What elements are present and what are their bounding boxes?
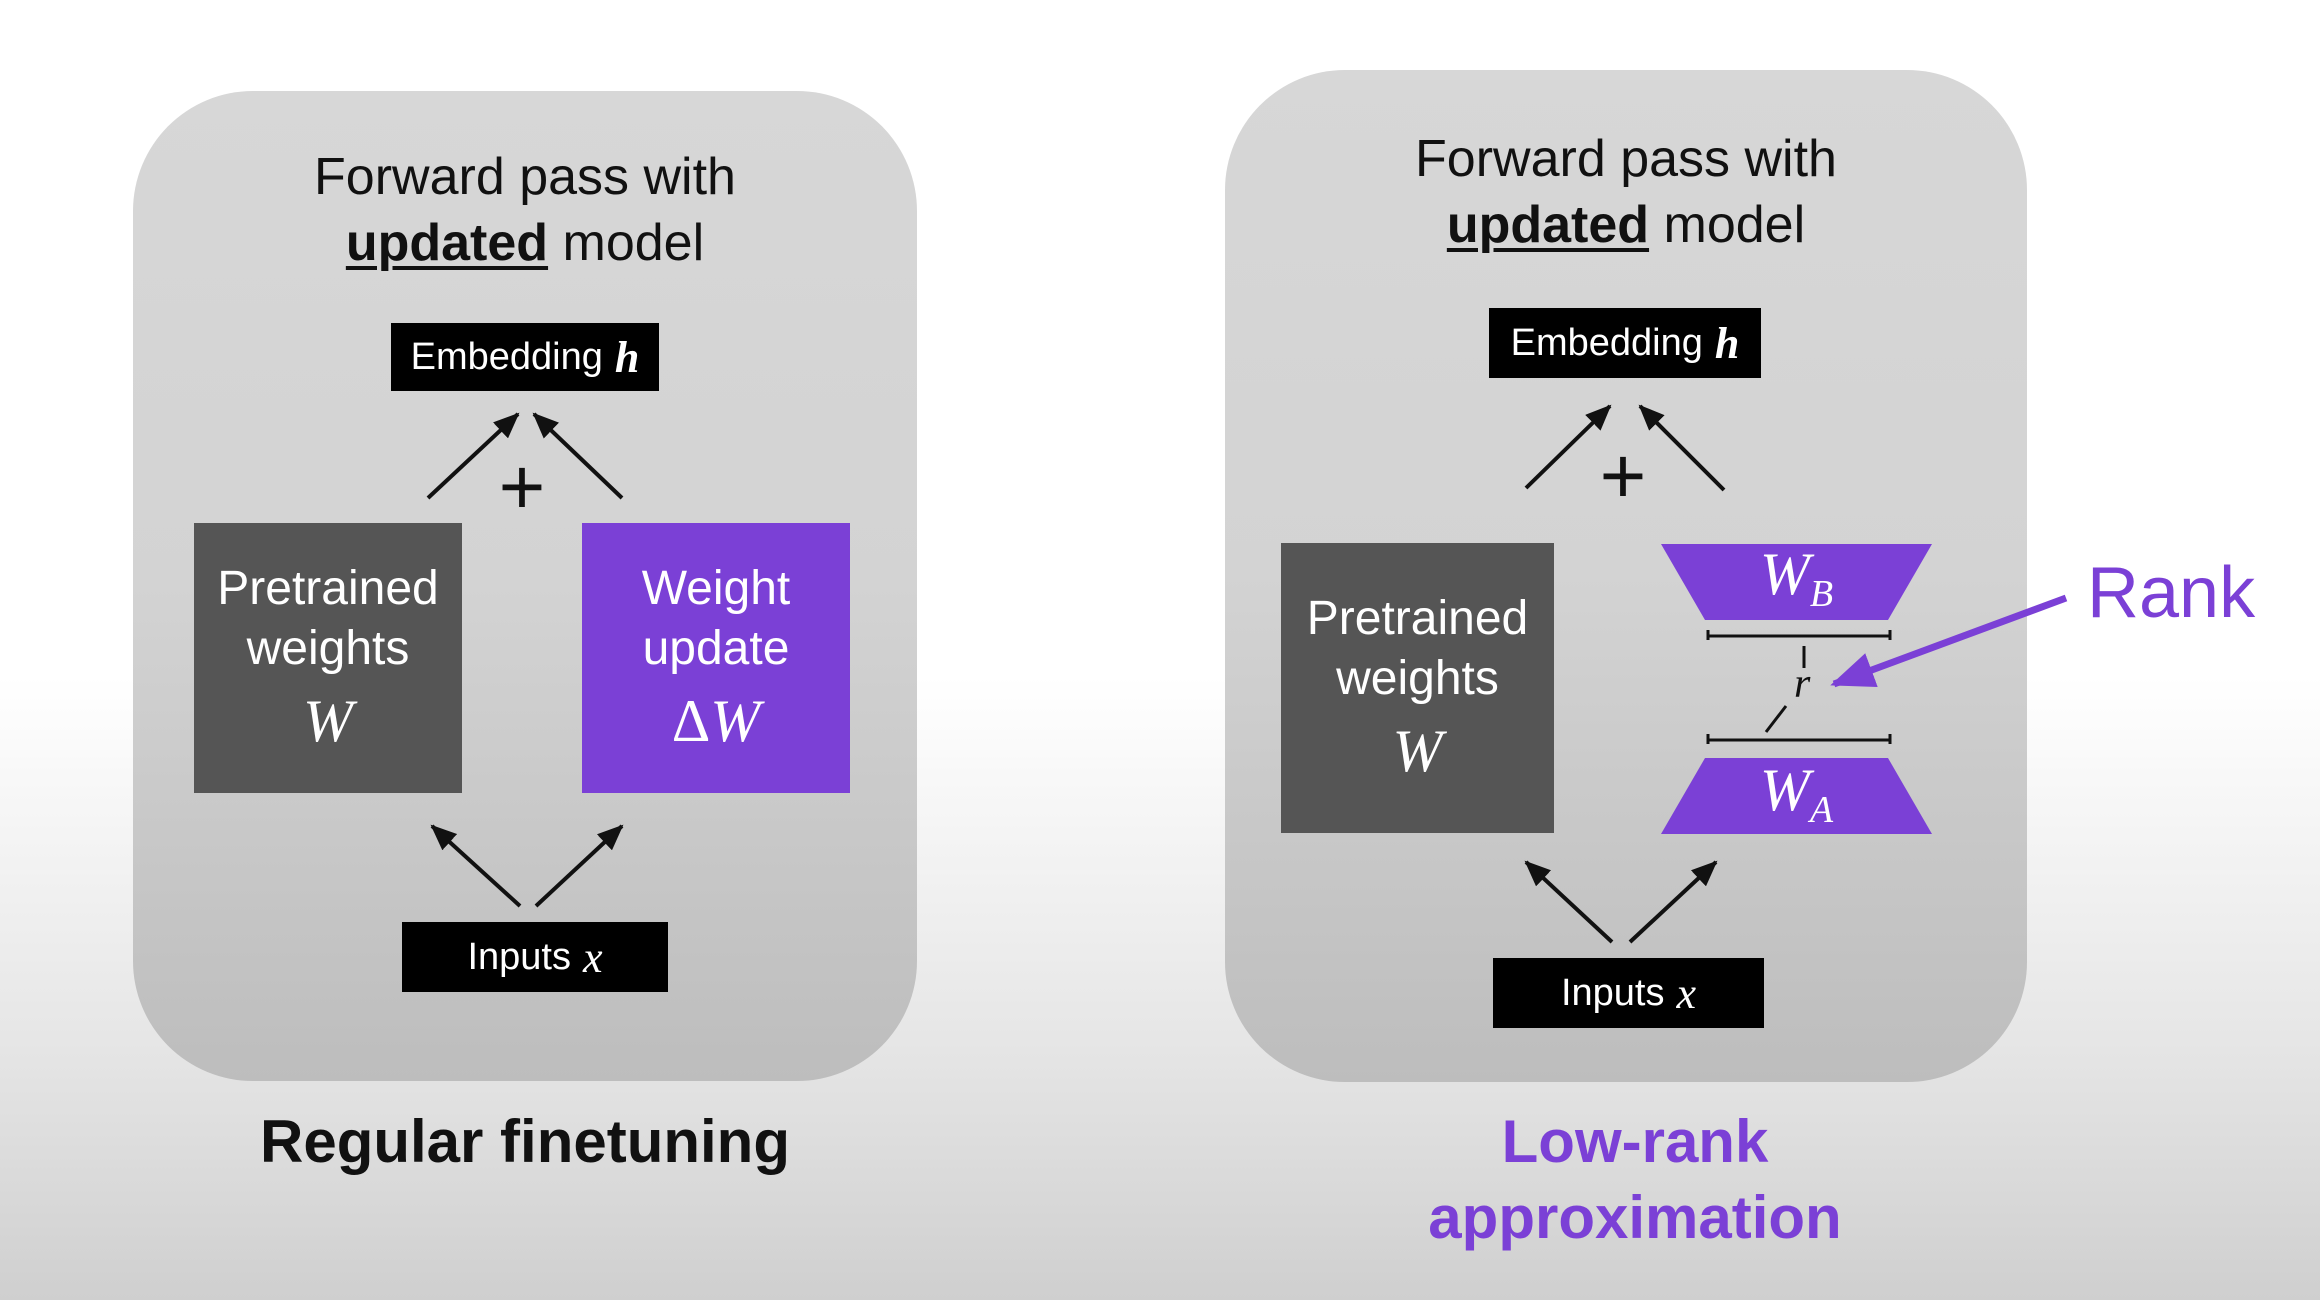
right-header: Forward pass with updated model bbox=[1225, 126, 2027, 258]
right-arrow-input-to-wa bbox=[1628, 860, 1718, 944]
wb-symbol: W bbox=[1759, 541, 1810, 607]
rank-label: Rank bbox=[2087, 553, 2256, 633]
left-header: Forward pass with updated model bbox=[133, 144, 917, 276]
left-embedding-symbol: h bbox=[614, 332, 640, 382]
left-arrow-up-from-update bbox=[532, 412, 624, 500]
right-header-line1: Forward pass with bbox=[1415, 130, 1837, 188]
left-pretrained-line2: weights bbox=[246, 622, 410, 675]
left-header-line2: updated model bbox=[133, 210, 917, 276]
weight-update-line1: Weight bbox=[641, 562, 791, 615]
left-plus-sign: + bbox=[499, 442, 546, 531]
right-pretrained-line1: Pretrained bbox=[1306, 592, 1529, 645]
right-header-line2: updated model bbox=[1225, 192, 2027, 258]
left-arrow-input-to-update bbox=[534, 824, 624, 908]
wa-subscript: A bbox=[1809, 789, 1834, 831]
rank-arrow bbox=[1830, 594, 2068, 688]
low-rank-caption-line2: approximation bbox=[1428, 1184, 1842, 1251]
weight-update-w: W bbox=[710, 688, 761, 754]
wb-subscript: B bbox=[1809, 573, 1834, 615]
left-pretrained-weights-box: Pretrained weights W bbox=[194, 523, 462, 793]
right-header-rest: model bbox=[1649, 196, 1806, 254]
wb-label: WB bbox=[1705, 540, 1888, 616]
rank-r-symbol: r bbox=[1794, 661, 1811, 707]
left-arrow-up-from-pretrained bbox=[426, 412, 520, 500]
right-arrow-input-to-pretrained bbox=[1524, 860, 1614, 944]
right-header-bold: updated bbox=[1446, 196, 1650, 254]
wa-symbol: W bbox=[1759, 757, 1810, 823]
left-header-rest: model bbox=[548, 214, 705, 272]
right-arrow-up-from-lowrank bbox=[1638, 404, 1726, 492]
left-header-bold: updated bbox=[345, 214, 549, 272]
low-rank-caption-line1: Low-rank bbox=[1501, 1108, 1769, 1175]
wa-trapezoid bbox=[1661, 758, 1932, 834]
weight-update-line2: update bbox=[642, 622, 790, 675]
wa-label: WA bbox=[1705, 756, 1888, 832]
rank-connector-bottom bbox=[1764, 705, 1788, 733]
left-pretrained-line1: Pretrained bbox=[217, 562, 439, 615]
left-header-line1: Forward pass with bbox=[314, 148, 736, 206]
right-embedding-symbol: h bbox=[1714, 318, 1740, 368]
right-embedding-box: Embedding h bbox=[1489, 308, 1761, 378]
right-pretrained-line2: weights bbox=[1336, 652, 1499, 705]
left-arrow-input-to-pretrained bbox=[430, 824, 522, 908]
right-embedding-label: Embedding bbox=[1510, 321, 1703, 364]
left-inputs-label: Inputs bbox=[467, 935, 571, 978]
right-inputs-symbol: x bbox=[1676, 968, 1697, 1018]
weight-update-symbol: ΔW bbox=[672, 685, 761, 757]
right-arrow-up-from-pretrained bbox=[1524, 404, 1612, 490]
left-pretrained-symbol: W bbox=[303, 688, 353, 754]
weight-update-box: Weight update ΔW bbox=[582, 523, 850, 793]
low-rank-caption: Low-rank approximation bbox=[1225, 1104, 2045, 1256]
regular-finetuning-caption: Regular finetuning bbox=[260, 1108, 790, 1175]
left-embedding-label: Embedding bbox=[410, 335, 603, 378]
right-inputs-label: Inputs bbox=[1560, 971, 1665, 1014]
left-embedding-box: Embedding h bbox=[391, 323, 659, 391]
delta-symbol: Δ bbox=[671, 688, 711, 754]
right-pretrained-weights-box: Pretrained weights W bbox=[1281, 543, 1554, 833]
wb-trapezoid bbox=[1661, 544, 1932, 620]
right-plus-sign: + bbox=[1600, 431, 1647, 520]
left-inputs-symbol: x bbox=[583, 932, 603, 982]
right-pretrained-symbol: W bbox=[1392, 718, 1443, 784]
